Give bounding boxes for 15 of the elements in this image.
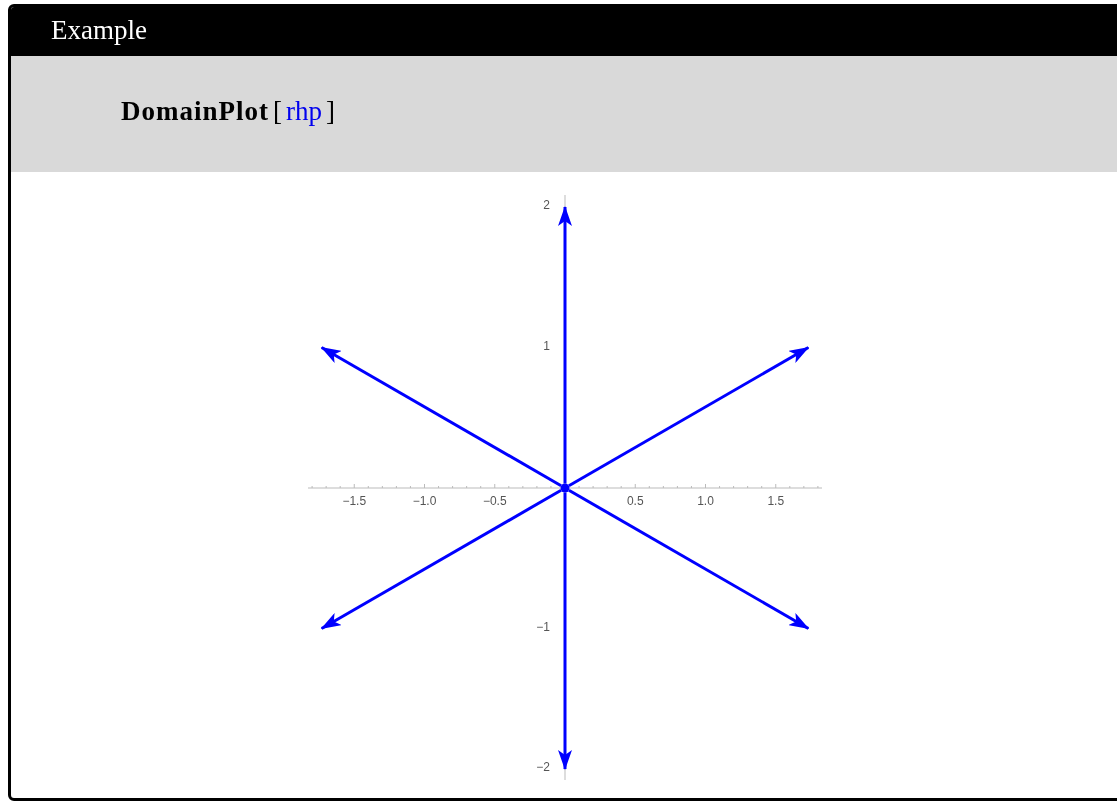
bracket-text: [ bbox=[273, 96, 282, 127]
function-name: DomainPlot bbox=[121, 96, 269, 127]
tick-label: −1.0 bbox=[412, 494, 437, 508]
tick-label: 1.0 bbox=[697, 494, 714, 508]
tick-label: −1 bbox=[536, 619, 550, 634]
card-title: Example bbox=[51, 15, 147, 46]
tick-label: −1.5 bbox=[342, 494, 367, 508]
bracket-text: ] bbox=[326, 96, 335, 127]
tick-label: 1 bbox=[543, 338, 550, 353]
argument-text: rhp bbox=[286, 96, 322, 127]
tick-label: −2 bbox=[536, 760, 550, 774]
tick-label: 2 bbox=[543, 198, 550, 212]
tick-label: 1.5 bbox=[767, 494, 785, 508]
tick-label: 0.5 bbox=[626, 494, 644, 508]
tick-label: −0.5 bbox=[482, 494, 507, 508]
